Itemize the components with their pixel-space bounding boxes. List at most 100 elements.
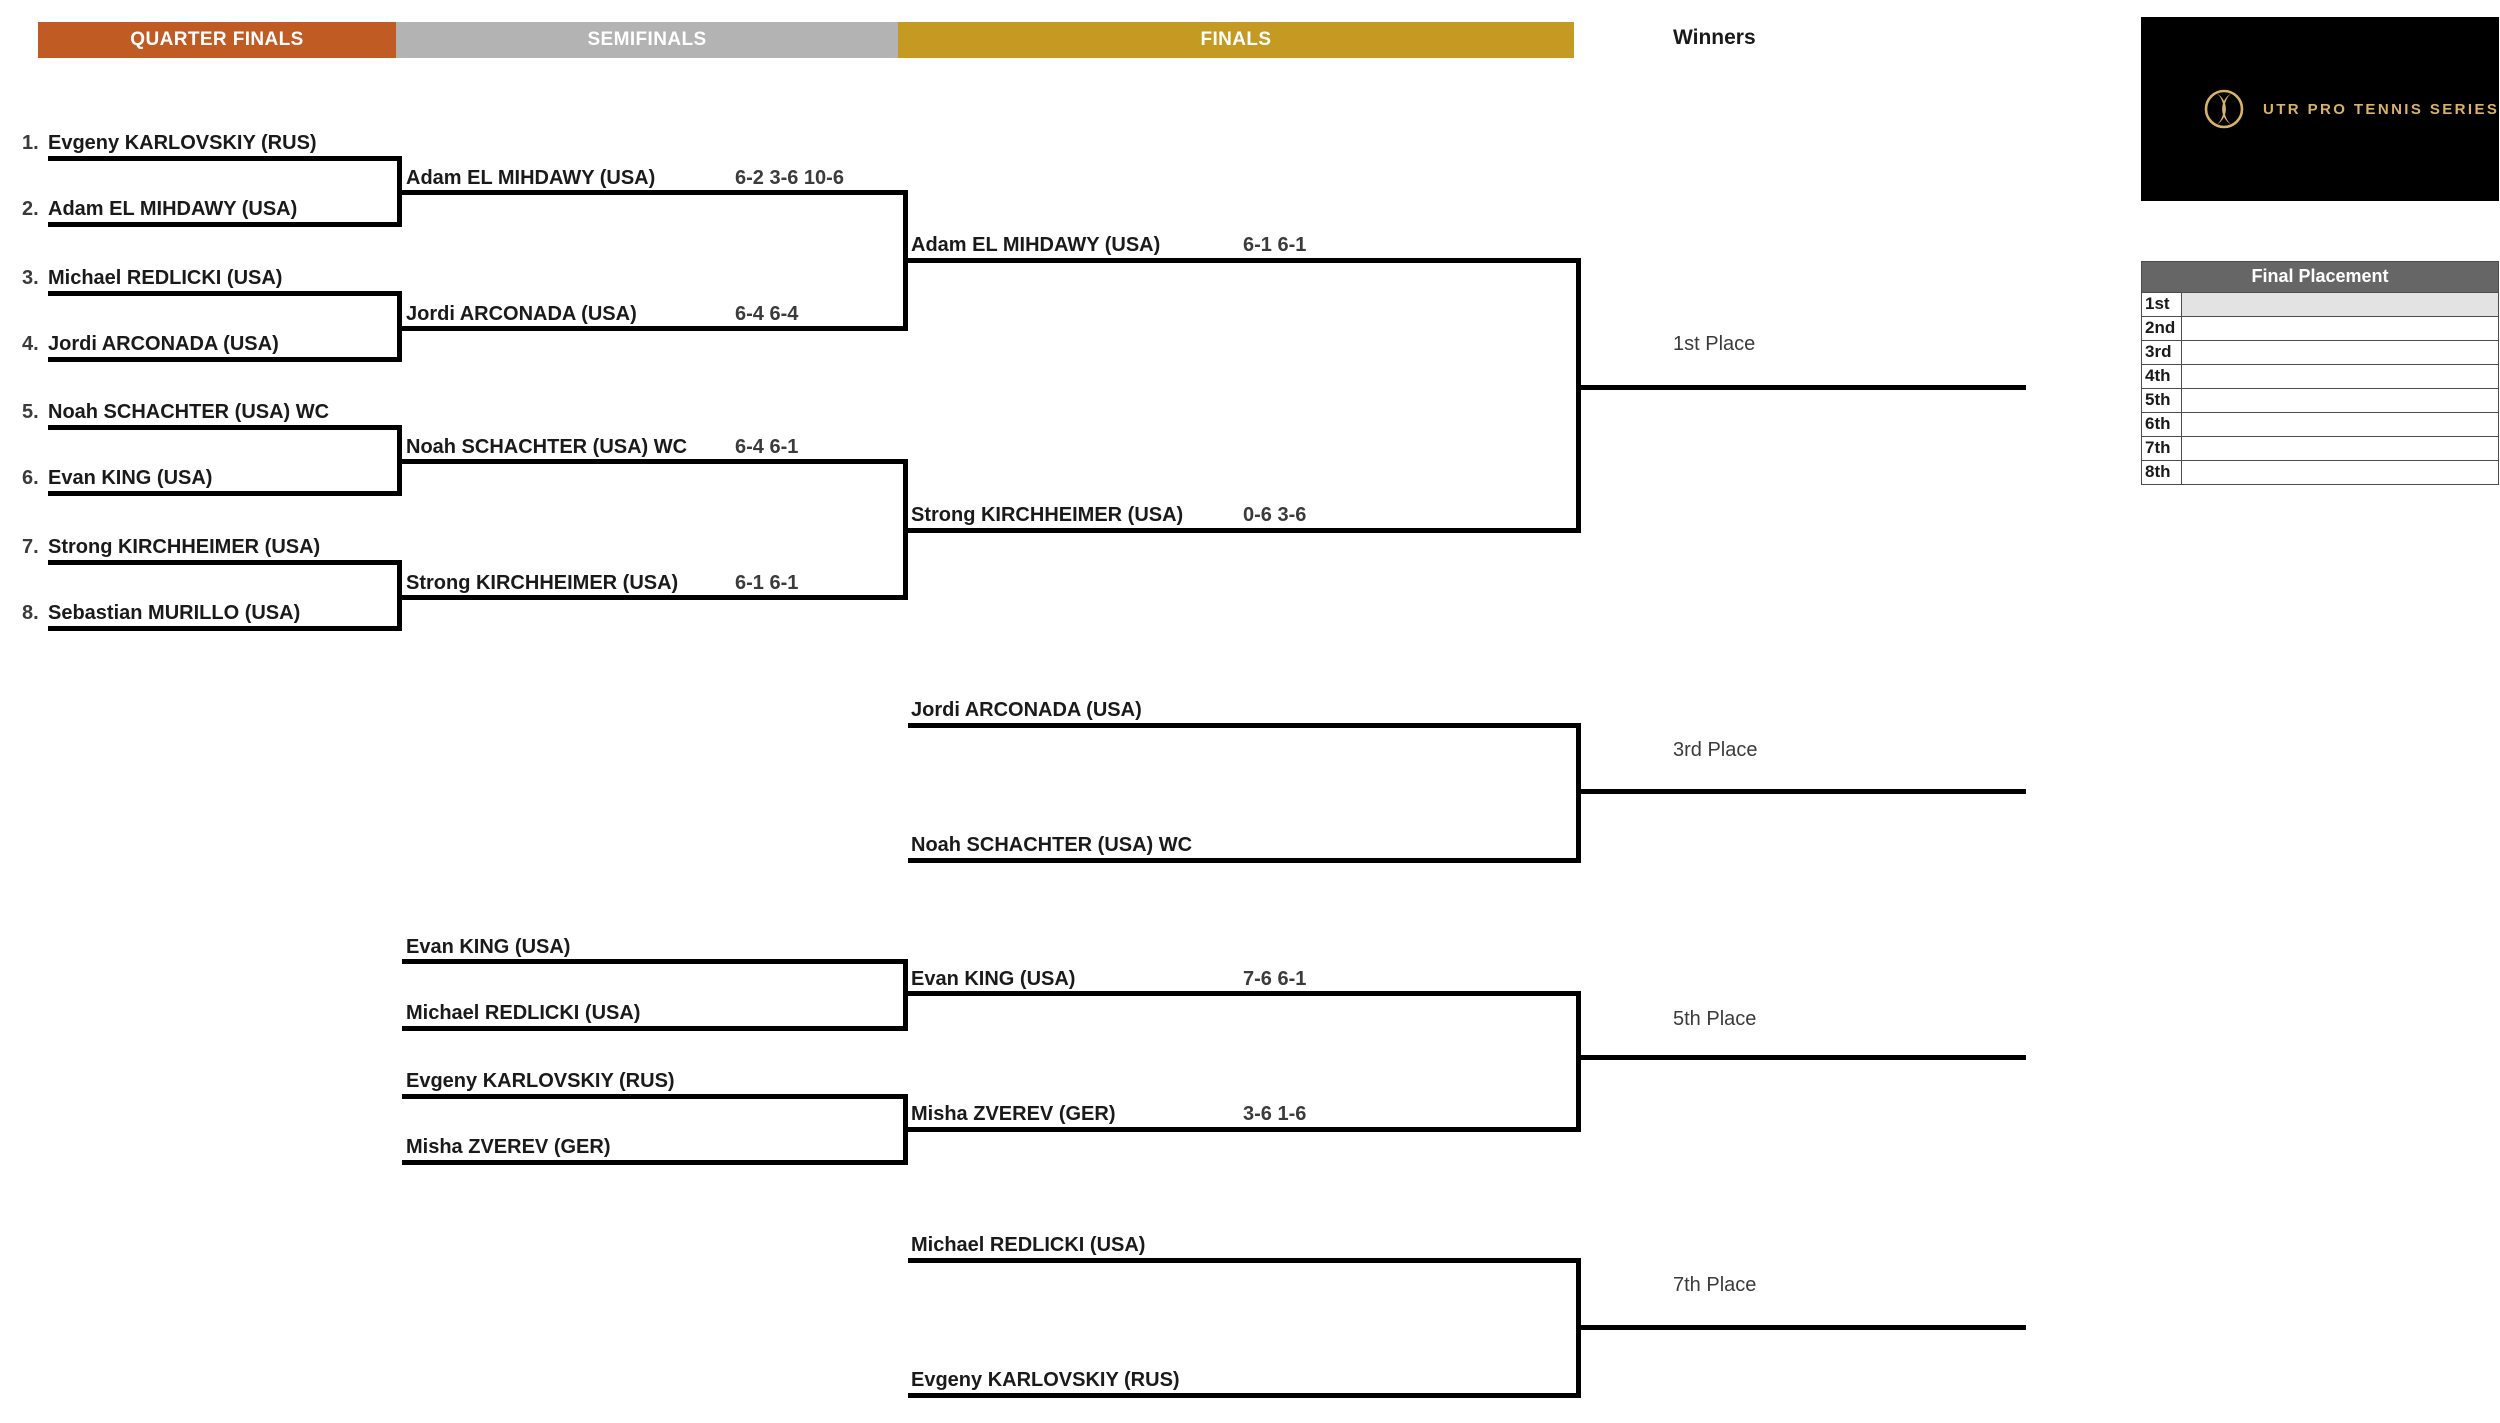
seed-number-3: 3. <box>22 267 39 289</box>
third-player-1: Jordi ARCONADA (USA) <box>911 699 1142 721</box>
qf-player-4: Jordi ARCONADA (USA) <box>48 333 279 355</box>
table-row: 6th <box>2141 412 2499 437</box>
seventh-place-label: 7th Place <box>1673 1274 1757 1296</box>
final-placement-title: Final Placement <box>2141 261 2499 293</box>
table-row: 3rd <box>2141 340 2499 365</box>
placement-rank-6th: 6th <box>2141 412 2182 437</box>
fifth-final-player-1: Evan KING (USA) <box>911 968 1076 990</box>
seed-number-7: 7. <box>22 536 39 558</box>
placement-slot-5th[interactable] <box>2181 388 2499 413</box>
sf-score-3: 6-4 6-1 <box>735 436 799 458</box>
fifth-semi-line-4 <box>402 1160 908 1165</box>
first-place-label: 1st Place <box>1673 333 1756 355</box>
final-player-2: Strong KIRCHHEIMER (USA) <box>911 504 1184 526</box>
placement-rank-5th: 5th <box>2141 388 2182 413</box>
qf-player-5: Noah SCHACHTER (USA) WC <box>48 401 330 423</box>
qf-line-6 <box>48 491 402 496</box>
fifth-semi-line-1 <box>402 959 908 964</box>
placement-rank-8th: 8th <box>2141 460 2182 485</box>
fifth-final-score-1: 7-6 6-1 <box>1243 968 1307 990</box>
table-row: 7th <box>2141 436 2499 461</box>
fifth-place-line <box>1576 1055 2026 1060</box>
sf-player-2: Jordi ARCONADA (USA) <box>406 303 637 325</box>
table-row: 1st <box>2141 292 2499 317</box>
third-place-label: 3rd Place <box>1673 739 1758 761</box>
fifth-semi-player-1: Evan KING (USA) <box>406 936 571 958</box>
table-row: 4th <box>2141 364 2499 389</box>
final-line-2 <box>908 528 1580 533</box>
sf-player-3: Noah SCHACHTER (USA) WC <box>406 436 688 458</box>
fifth-semi-player-3: Evgeny KARLOVSKIY (RUS) <box>406 1070 675 1092</box>
final-player-1: Adam EL MIHDAWY (USA) <box>911 234 1161 256</box>
round-header-finals: FINALS <box>898 22 1574 58</box>
utr-logo-banner: UTR PRO TENNIS SERIES <box>2141 17 2499 201</box>
final-score-1: 6-1 6-1 <box>1243 234 1307 256</box>
fifth-semi-connector-1 <box>903 959 908 1030</box>
seed-number-8: 8. <box>22 602 39 624</box>
final-connector <box>1576 258 1581 533</box>
third-player-2: Noah SCHACHTER (USA) WC <box>911 834 1193 856</box>
placement-rank-7th: 7th <box>2141 436 2182 461</box>
fifth-semi-connector-2 <box>903 1094 908 1165</box>
placement-slot-4th[interactable] <box>2181 364 2499 389</box>
qf-player-2: Adam EL MIHDAWY (USA) <box>48 198 298 220</box>
seed-number-2: 2. <box>22 198 39 220</box>
seventh-line-2 <box>908 1393 1580 1398</box>
winners-column-header: Winners <box>1673 26 1756 49</box>
final-score-2: 0-6 3-6 <box>1243 504 1307 526</box>
final-line-1 <box>908 258 1580 263</box>
placement-slot-7th[interactable] <box>2181 436 2499 461</box>
sf-score-2: 6-4 6-4 <box>735 303 799 325</box>
third-line-2 <box>908 858 1580 863</box>
qf-player-8: Sebastian MURILLO (USA) <box>48 602 301 624</box>
fifth-semi-player-2: Michael REDLICKI (USA) <box>406 1002 641 1024</box>
seventh-place-line <box>1576 1325 2026 1330</box>
seventh-line-1 <box>908 1258 1580 1263</box>
third-place-line <box>1576 789 2026 794</box>
placement-slot-3rd[interactable] <box>2181 340 2499 365</box>
sf-line-3 <box>402 459 908 464</box>
qf-player-1: Evgeny KARLOVSKIY (RUS) <box>48 132 317 154</box>
fifth-semi-player-4: Misha ZVEREV (GER) <box>406 1136 611 1158</box>
seventh-player-2: Evgeny KARLOVSKIY (RUS) <box>911 1369 1180 1391</box>
sf-connector-1 <box>903 190 908 331</box>
placement-slot-2nd[interactable] <box>2181 316 2499 341</box>
placement-slot-8th[interactable] <box>2181 460 2499 485</box>
first-place-line <box>1576 385 2026 390</box>
qf-line-5 <box>48 425 402 430</box>
tennis-ball-icon <box>2203 88 2245 130</box>
qf-line-3 <box>48 291 402 296</box>
qf-line-7 <box>48 560 402 565</box>
seed-number-1: 1. <box>22 132 39 154</box>
placement-slot-6th[interactable] <box>2181 412 2499 437</box>
qf-line-4 <box>48 357 402 362</box>
final-placement-table: Final Placement 1st 2nd 3rd 4th 5th <box>2141 261 2499 485</box>
third-line-1 <box>908 723 1580 728</box>
sf-player-4: Strong KIRCHHEIMER (USA) <box>406 572 679 594</box>
sf-line-2 <box>402 326 908 331</box>
fifth-final-line-2 <box>908 1127 1580 1132</box>
fifth-final-player-2: Misha ZVEREV (GER) <box>911 1103 1116 1125</box>
seventh-player-1: Michael REDLICKI (USA) <box>911 1234 1146 1256</box>
placement-slot-1st[interactable] <box>2181 292 2499 317</box>
sf-connector-2 <box>903 459 908 600</box>
seed-number-6: 6. <box>22 467 39 489</box>
sf-score-1: 6-2 3-6 10-6 <box>735 167 844 189</box>
sf-score-4: 6-1 6-1 <box>735 572 799 594</box>
qf-player-7: Strong KIRCHHEIMER (USA) <box>48 536 321 558</box>
qf-line-1 <box>48 156 402 161</box>
sf-line-4 <box>402 595 908 600</box>
qf-player-3: Michael REDLICKI (USA) <box>48 267 283 289</box>
qf-connector-4 <box>397 560 402 631</box>
fifth-semi-line-2 <box>402 1026 908 1031</box>
fifth-final-score-2: 3-6 1-6 <box>1243 1103 1307 1125</box>
placement-rank-2nd: 2nd <box>2141 316 2182 341</box>
table-row: 5th <box>2141 388 2499 413</box>
placement-rank-1st: 1st <box>2141 292 2182 317</box>
sf-player-1: Adam EL MIHDAWY (USA) <box>406 167 656 189</box>
qf-connector-2 <box>397 291 402 362</box>
table-row: 2nd <box>2141 316 2499 341</box>
seed-number-5: 5. <box>22 401 39 423</box>
round-header-quarter-finals: QUARTER FINALS <box>38 22 396 58</box>
